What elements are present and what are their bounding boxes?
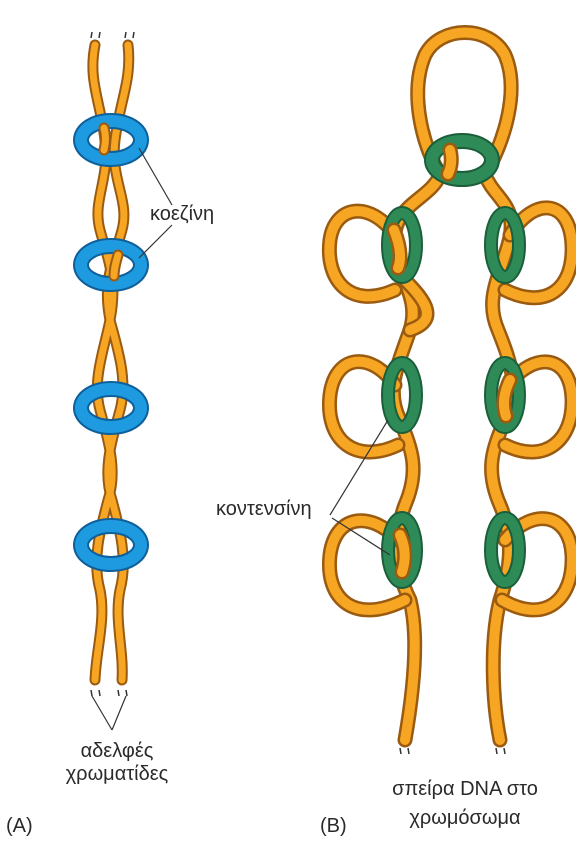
cohesin-leader-line <box>139 225 172 258</box>
strand-end-tick <box>99 690 100 696</box>
dna-coil-label: σπείρα DNA στο χρωμόσωμα <box>370 778 560 830</box>
strand-end-tick <box>400 748 401 754</box>
strand-end-tick <box>126 690 127 696</box>
strand-end-tick <box>496 748 497 754</box>
strand-end-tick <box>504 748 505 754</box>
panel-a-diagram <box>81 32 172 730</box>
dna-label-line2: χρωμόσωμα <box>370 807 560 830</box>
cohesin-ring <box>81 526 141 564</box>
dna-label-line1: σπείρα DNA στο <box>370 778 560 801</box>
strand-end-tick <box>125 32 126 38</box>
strand-end-tick <box>99 32 100 38</box>
cohesin-leader-line <box>139 148 172 205</box>
sister-label-line2: χρωματίδες <box>52 763 182 786</box>
panel-b-letter: (B) <box>320 815 347 838</box>
strand-end-tick <box>408 748 409 754</box>
strand-end-tick <box>91 32 92 38</box>
strand-end-tick <box>91 690 92 696</box>
panel-a-letter: (A) <box>6 815 33 838</box>
sister-leader-line <box>112 696 126 730</box>
sister-leader-line <box>92 696 112 730</box>
sister-chromatids-label: αδελφές χρωματίδες <box>52 740 182 786</box>
strand-end-tick <box>118 690 119 696</box>
panel-b-diagram <box>329 33 572 755</box>
cohesin-label: κοεζίνη <box>150 203 214 226</box>
condensin-label: κοντενσίνη <box>216 498 312 521</box>
cohesin-ring <box>81 389 141 427</box>
strand-end-tick <box>133 32 134 38</box>
sister-label-line1: αδελφές <box>52 740 182 763</box>
